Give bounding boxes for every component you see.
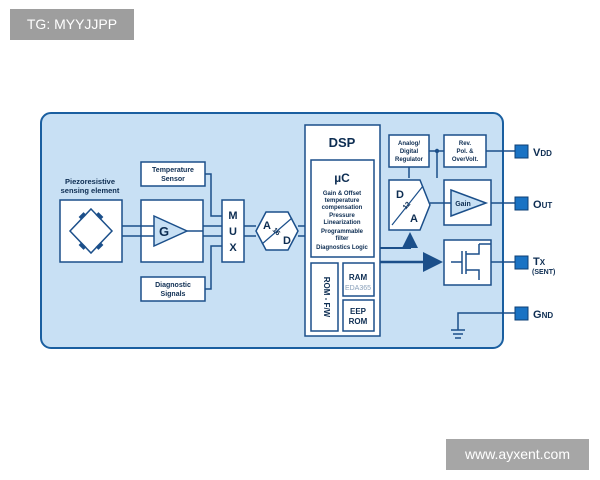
- mux-block: M U X: [221, 199, 245, 263]
- mosfet-icon: [451, 244, 480, 280]
- mux-letter-m: M: [228, 210, 237, 222]
- rom-fw-label: ROM - F/W: [322, 277, 331, 318]
- regulator-line1: Analog/: [398, 141, 420, 147]
- dsp-feature-2: temperature: [325, 198, 360, 204]
- diag-label-line2: Signals: [161, 291, 186, 298]
- uc-label: µC: [334, 171, 350, 185]
- tx-driver-block: [443, 239, 492, 286]
- eeprom-block: [342, 299, 375, 332]
- temp-label-line1: Temperature: [152, 167, 194, 174]
- piezo-label-line2: sensing element: [61, 186, 120, 195]
- pin-vdd: VDD: [514, 144, 552, 159]
- adc-bits: 16: [271, 227, 282, 238]
- dac-bits: 12: [402, 201, 412, 212]
- adc-label-a: A: [263, 220, 271, 232]
- adc-label-d: D: [283, 235, 291, 247]
- pin-tx: TX (SENT): [514, 255, 555, 276]
- temp-label-line2: Sensor: [161, 176, 185, 183]
- dsp-feature-5: Linearization: [323, 220, 360, 226]
- regulator-line3: Regulator: [395, 157, 424, 163]
- ram-overlay-text: EDA365: [345, 285, 371, 292]
- pin-tx-square: [514, 255, 529, 270]
- eeprom-label-line1: EEP: [350, 307, 367, 316]
- eeprom-label-line2: ROM: [349, 317, 368, 326]
- pin-gnd-square: [514, 306, 529, 321]
- gain-block: Gain: [443, 179, 492, 226]
- temperature-sensor-block: Temperature Sensor: [140, 161, 206, 187]
- pin-out-square: [514, 196, 529, 211]
- dsp-feature-4: Pressure: [329, 213, 355, 219]
- dsp-feature-6: Programmable: [321, 229, 364, 235]
- dsp-block: DSP µC Gain & Offset temperature compens…: [304, 124, 381, 337]
- pin-gnd-label: GND: [533, 309, 553, 321]
- amp-label: G: [159, 224, 169, 239]
- dac-block: D 12 A: [388, 179, 431, 231]
- dsp-feature-1: Gain & Offset: [323, 191, 361, 197]
- amplifier-block: G: [140, 199, 204, 263]
- pin-tx-label: TX: [533, 256, 546, 268]
- ram-label: RAM: [349, 273, 368, 282]
- dac-label-d: D: [396, 189, 404, 201]
- wheatstone-bridge-icon: [68, 207, 114, 255]
- piezo-label-line1: Piezoresistive: [65, 177, 115, 186]
- gain-label: Gain: [455, 201, 471, 208]
- reverse-polarity-block: Rev. Pol. & OverVolt.: [443, 134, 487, 168]
- diagnostic-signals-block: Diagnostic Signals: [140, 276, 206, 302]
- pin-tx-note: (SENT): [532, 269, 555, 276]
- revpol-line2: Pol. &: [456, 149, 474, 155]
- adc-block: A 16 D: [255, 211, 299, 251]
- dsp-title: DSP: [329, 135, 356, 150]
- mux-letter-x: X: [229, 242, 237, 254]
- pin-vdd-square: [514, 144, 529, 159]
- dsp-feature-7: filter: [335, 236, 349, 242]
- ram-block: [342, 262, 375, 297]
- pin-out: OUT: [514, 196, 552, 211]
- regulator-block: Analog/ Digital Regulator: [388, 134, 430, 168]
- dsp-feature-8: Diagnostics Logic: [316, 245, 368, 251]
- diag-label-line1: Diagnostic: [155, 282, 191, 289]
- pin-gnd: GND: [514, 306, 553, 321]
- piezo-sensor: Piezoresistive sensing element: [59, 177, 123, 263]
- dsp-feature-3: compensation: [322, 205, 363, 211]
- revpol-line1: Rev.: [459, 141, 472, 147]
- microcontroller-block: [310, 159, 375, 258]
- revpol-line3: OverVolt.: [452, 157, 479, 163]
- dac-label-a: A: [410, 213, 418, 225]
- rom-fw-block: [310, 262, 339, 332]
- watermark-top: TG: MYYJJPP: [10, 9, 134, 40]
- watermark-bottom: www.ayxent.com: [446, 439, 589, 470]
- amplifier-triangle-icon: [153, 214, 189, 248]
- regulator-line2: Digital: [400, 149, 419, 155]
- mux-letter-u: U: [229, 226, 237, 238]
- pin-vdd-label: VDD: [533, 147, 552, 159]
- pin-out-label: OUT: [533, 199, 552, 211]
